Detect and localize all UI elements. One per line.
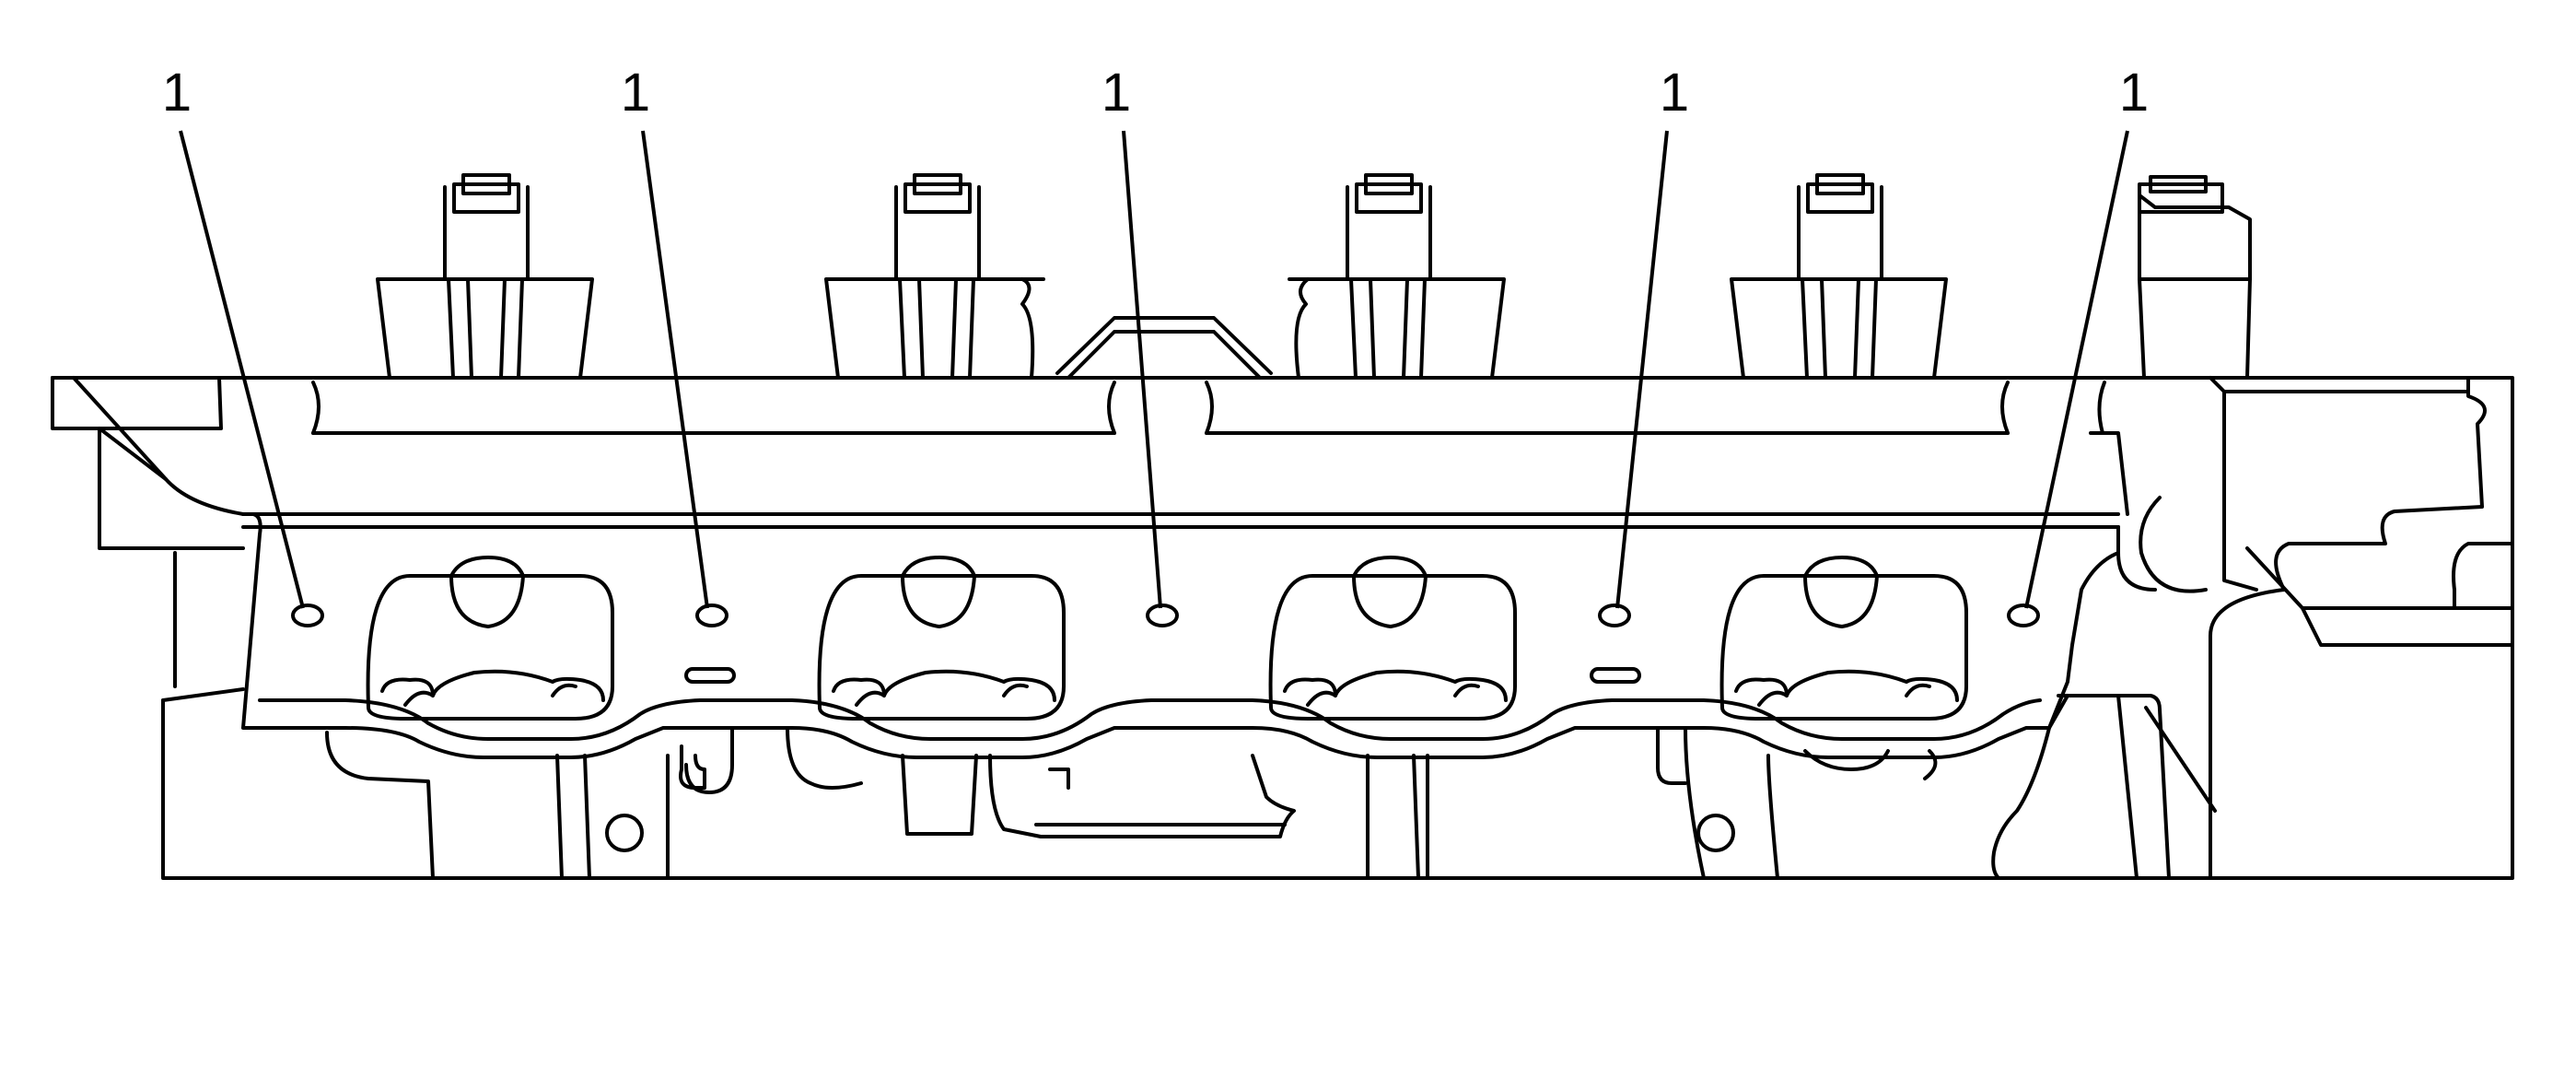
gasket-stud-hole-5	[2007, 604, 2040, 627]
callout-5: 1	[2024, 63, 2149, 609]
callout-1: 1	[162, 63, 305, 609]
exhaust-manifold-gasket	[241, 512, 2120, 759]
cylinder-head-lower-details	[325, 694, 2217, 880]
callout-label: 1	[162, 63, 192, 123]
gasket-slot-1	[684, 667, 736, 684]
callout-leader-line	[1122, 130, 1162, 609]
callout-leader-line	[179, 130, 305, 609]
cylinder-head-lower-left	[161, 551, 245, 702]
camshaft-cap-bolt-5	[2138, 175, 2252, 380]
callout-leader-line	[1615, 130, 1669, 609]
callout-label: 1	[1660, 63, 1689, 123]
callout-label: 1	[621, 63, 650, 123]
block-bolt-hole-right	[1696, 814, 1735, 852]
callout-leader-line	[2024, 130, 2129, 609]
callout-3: 1	[1102, 63, 1162, 609]
gasket-stud-hole-4	[1598, 604, 1631, 627]
callout-2: 1	[621, 63, 709, 609]
callout-4: 1	[1615, 63, 1689, 609]
gasket-slot-2	[1590, 667, 1641, 684]
cylinder-head-deck	[51, 376, 2514, 880]
gasket-stud-hole-2	[695, 604, 729, 627]
exhaust-port-2	[817, 556, 1066, 721]
camshaft-cap-bolt-2	[824, 173, 1045, 380]
gasket-stud-hole-1	[291, 604, 324, 627]
camshaft-cap-bolt-4	[1730, 173, 1948, 380]
camshaft-cap-bolt-1	[376, 173, 594, 380]
gasket-stud-hole-3	[1146, 604, 1179, 627]
block-bolt-hole-left	[605, 814, 644, 852]
exhaust-port-1	[366, 556, 614, 721]
callout-label: 1	[1102, 63, 1131, 123]
gasket-stud-holes	[291, 604, 2040, 627]
callout-label: 1	[2119, 63, 2149, 123]
exhaust-port-3	[1268, 556, 1517, 721]
camshaft-cap-bolt-3	[1288, 173, 1506, 380]
cam-housing-center-rib	[1055, 316, 1273, 380]
callouts: 1 1 1 1 1	[162, 63, 2149, 609]
block-bolt-holes	[605, 814, 1735, 852]
exhaust-port-4	[1719, 556, 1968, 721]
callout-leader-line	[641, 130, 709, 609]
gasket-slots	[684, 667, 1641, 684]
